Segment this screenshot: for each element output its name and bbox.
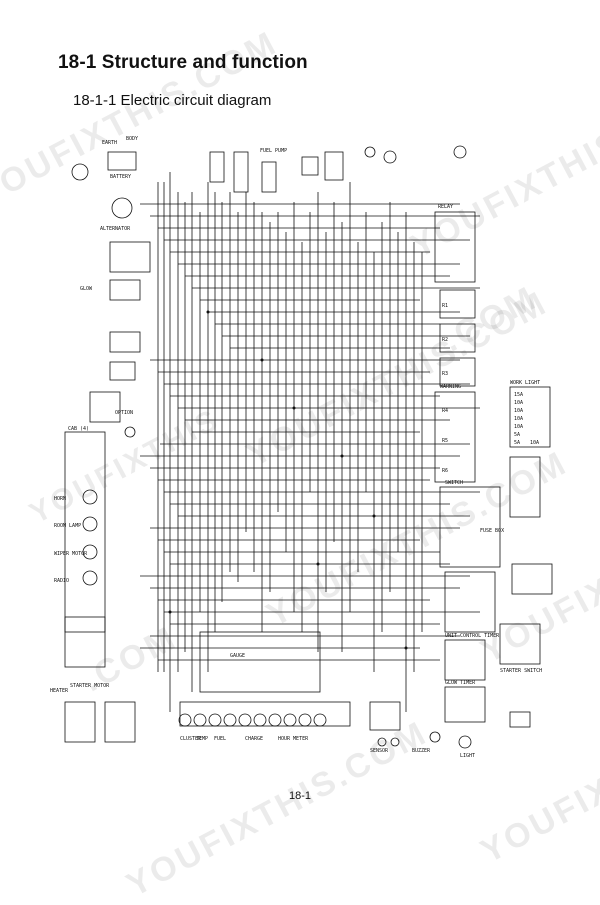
label-option: OPTION: [115, 410, 133, 416]
label-light: LIGHT: [460, 753, 475, 759]
electric-circuit-diagram: EARTH BODY BATTERY ALTERNATOR GLOW OPTIO…: [50, 136, 553, 759]
relay-label-3: R3: [442, 371, 448, 377]
fuse-8: 10A: [530, 440, 539, 446]
relay-label-6: R6: [442, 468, 448, 474]
label-heater: HEATER: [50, 688, 69, 694]
label-gauge: GAUGE: [230, 653, 245, 659]
fuse-1: 15A: [514, 392, 523, 398]
section-subtitle: 18-1-1 Electric circuit diagram: [73, 92, 272, 109]
label-radio: RADIO: [54, 578, 69, 584]
relay-label-2: R2: [442, 337, 448, 343]
label-horn: HORN: [54, 496, 66, 502]
label-glow-timer: GLOW TIMER: [445, 680, 476, 686]
label-glow: GLOW: [80, 286, 93, 292]
label-unit-control-timer: UNIT CONTROL TIMER: [445, 633, 500, 639]
label-starter-motor: STARTER MOTOR: [70, 683, 110, 689]
label-warning: WARNING: [440, 384, 461, 390]
label-fuel: FUEL: [214, 736, 226, 742]
label-fuel-pump: FUEL PUMP: [260, 148, 287, 154]
label-wiper-motor: WIPER MOTOR: [54, 551, 88, 557]
label-temp: TEMP: [196, 736, 208, 742]
label-switch: SWITCH: [445, 480, 463, 486]
label-battery: BATTERY: [110, 174, 131, 180]
relay-label-5: R5: [442, 438, 448, 444]
fuse-4: 10A: [514, 416, 523, 422]
fuse-5: 10A: [514, 424, 523, 430]
label-earth: EARTH: [102, 140, 117, 146]
relay-label-4: R4: [442, 408, 448, 414]
label-work-light: WORK LIGHT: [510, 380, 540, 386]
page-number: 18-1: [288, 790, 312, 802]
label-hour-meter: HOUR METER: [278, 736, 309, 742]
label-cab: CAB (4): [68, 426, 89, 432]
label-fuse-box: FUSE BOX: [480, 528, 504, 534]
page-title: 18-1 Structure and function: [58, 52, 308, 73]
label-buzzer: BUZZER: [412, 748, 431, 754]
label-room-lamp: ROOM LAMP: [54, 523, 81, 529]
label-alternator: ALTERNATOR: [100, 226, 131, 232]
label-starter-switch: STARTER SWITCH: [500, 668, 542, 674]
label-charge: CHARGE: [245, 736, 263, 742]
fuse-2: 10A: [514, 400, 523, 406]
fuse-6: 5A: [514, 432, 520, 438]
fuse-3: 10A: [514, 408, 523, 414]
label-relay: RELAY: [438, 204, 453, 210]
label-cluster: CLUSTER: [180, 736, 202, 742]
label-sensor: SENSOR: [370, 748, 389, 754]
fuse-7: 5A: [514, 440, 520, 446]
label-body: BODY: [126, 136, 138, 142]
relay-label-1: R1: [442, 303, 448, 309]
